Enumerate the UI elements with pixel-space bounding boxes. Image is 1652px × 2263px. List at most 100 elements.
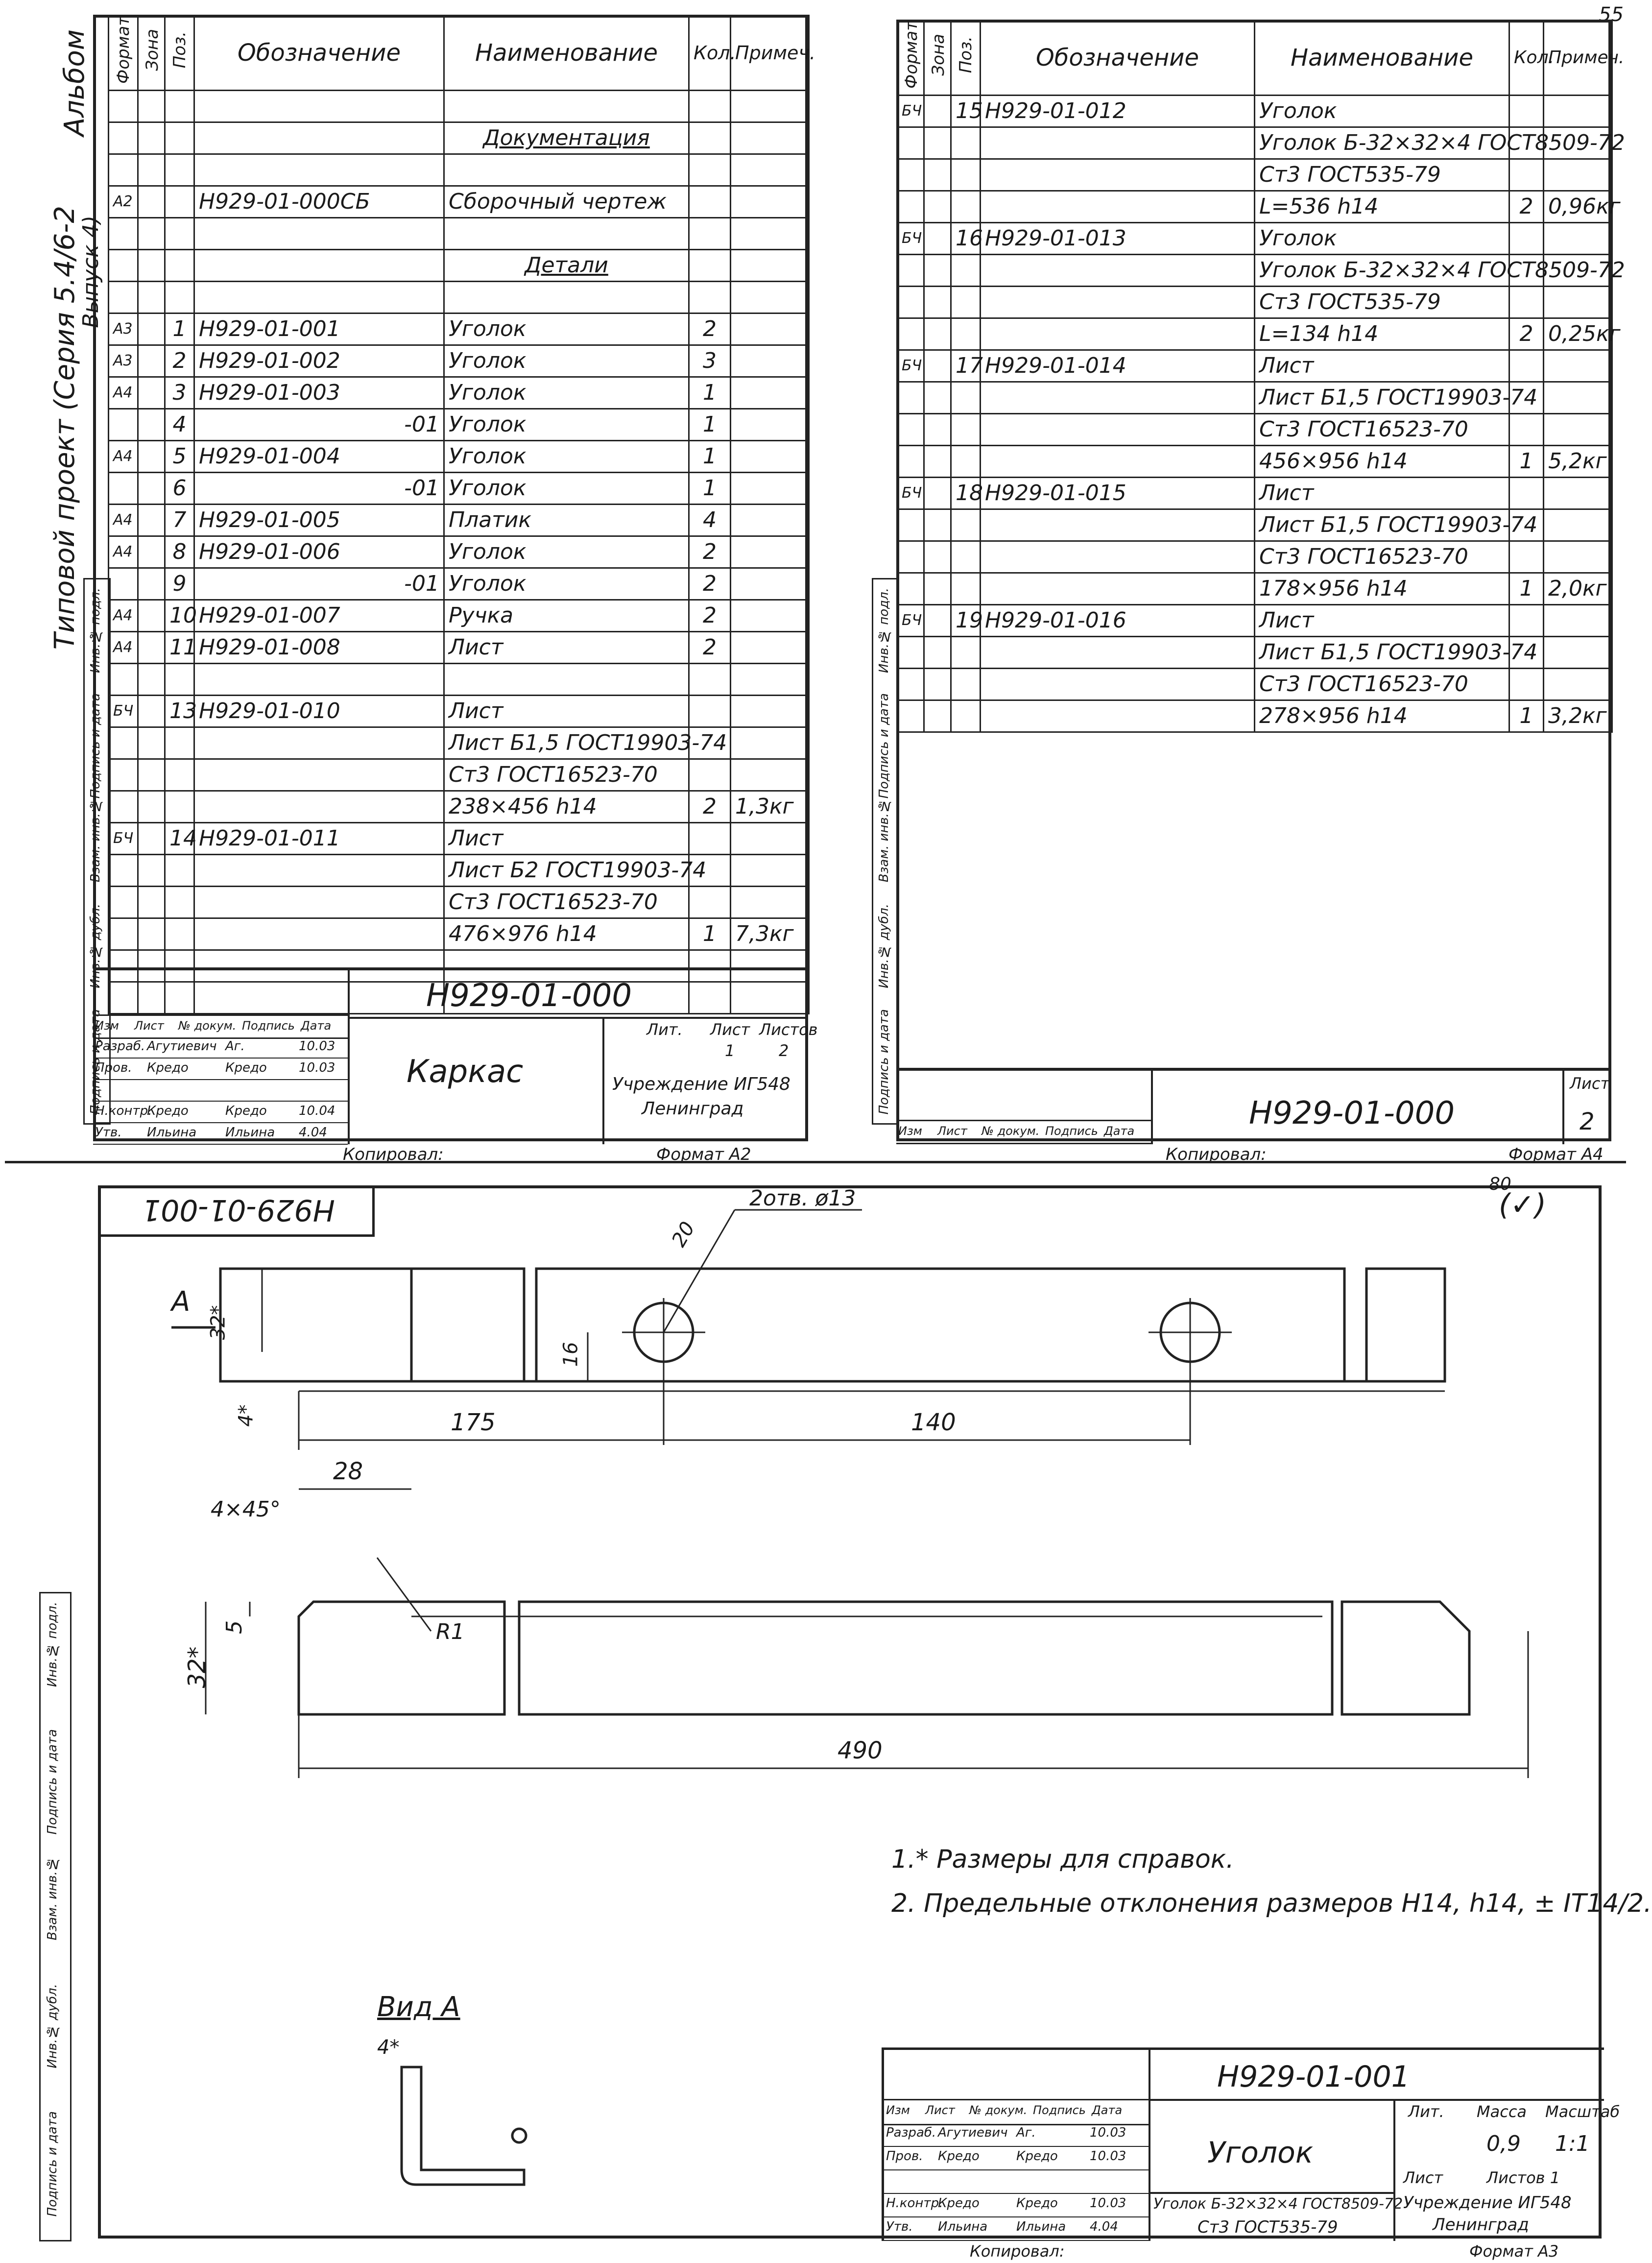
pos-cell bbox=[164, 662, 195, 696]
note-cell bbox=[730, 471, 810, 505]
drawing-margin-stamp-strip bbox=[39, 1592, 72, 2241]
format-cell bbox=[108, 662, 139, 696]
zone-cell bbox=[923, 540, 952, 574]
spec-row: Ст3 ГОСТ16523-70 bbox=[108, 885, 810, 919]
qty-cell: 2 bbox=[688, 567, 731, 601]
format-cell: БЧ bbox=[896, 349, 925, 383]
zone-cell bbox=[923, 190, 952, 223]
designation-cell: Н929-01-014 bbox=[980, 349, 1255, 383]
drawing-title-material-1: Уголок Б-32×32×4 ГОСТ8509-72 bbox=[1153, 2195, 1403, 2213]
left-title-info-box bbox=[602, 1017, 810, 1144]
format-cell bbox=[108, 885, 139, 919]
note-cell bbox=[1543, 635, 1613, 669]
zone-cell bbox=[137, 408, 166, 441]
header-note: Примеч. bbox=[730, 15, 815, 91]
zone-cell bbox=[137, 694, 166, 728]
pos-cell bbox=[164, 248, 195, 282]
name-cell: L=536 h14 bbox=[1254, 190, 1510, 223]
designation-cell: Н929-01-006 bbox=[193, 535, 445, 569]
designation-cell bbox=[193, 758, 445, 792]
note-cell bbox=[730, 376, 810, 409]
qty-cell: 1 bbox=[688, 917, 731, 951]
pos-cell: 5 bbox=[164, 439, 195, 473]
qty-cell: 2 bbox=[688, 790, 731, 823]
name-cell: Сборочный чертеж bbox=[443, 185, 690, 218]
spec-row bbox=[108, 89, 810, 123]
spec-row: Лист Б2 ГОСТ19903-74 bbox=[108, 853, 810, 887]
format-cell: А3 bbox=[108, 344, 139, 378]
designation-cell bbox=[193, 726, 445, 760]
right-spec-table: Формат Зона Поз. Обозначение Наименовани… bbox=[896, 20, 1625, 733]
revision-header: Изм bbox=[898, 1124, 922, 1138]
zone-cell bbox=[137, 535, 166, 569]
qty-cell bbox=[1508, 540, 1544, 574]
drawing-title-scale: 1:1 bbox=[1555, 2131, 1590, 2156]
pos-cell bbox=[164, 949, 195, 983]
pos-cell: 19 bbox=[950, 603, 983, 637]
dim-r1: R1 bbox=[436, 1619, 465, 1644]
note-cell bbox=[730, 185, 810, 218]
name-cell: Ст3 ГОСТ535-79 bbox=[1254, 285, 1510, 319]
name-cell: Лист Б1,5 ГОСТ19903-74 bbox=[1254, 381, 1537, 414]
name-cell: Платик bbox=[443, 503, 690, 537]
revision-header: Изм bbox=[886, 2103, 910, 2117]
name-cell: L=134 h14 bbox=[1254, 317, 1510, 351]
note-cell: 3,2кг bbox=[1543, 699, 1613, 733]
qty-cell: 4 bbox=[688, 503, 731, 537]
format-cell bbox=[896, 285, 925, 319]
designation-cell bbox=[980, 317, 1255, 351]
pos-cell bbox=[164, 885, 195, 919]
designation-cell: Н929-01-010 bbox=[193, 694, 445, 728]
title-role-role: Н.контр. bbox=[95, 1104, 152, 1118]
zone-cell bbox=[137, 726, 166, 760]
drawing-title-mass: 0,9 bbox=[1486, 2131, 1521, 2156]
pos-cell bbox=[164, 280, 195, 314]
format-cell bbox=[108, 89, 139, 123]
dim-32-front: 32* bbox=[183, 1646, 211, 1688]
zone-cell bbox=[923, 349, 952, 383]
designation-cell: -01 bbox=[193, 471, 445, 505]
format-cell: БЧ bbox=[896, 603, 925, 637]
qty-cell: 2 bbox=[1508, 190, 1544, 223]
designation-cell bbox=[193, 981, 445, 1014]
designation-cell: Н929-01-011 bbox=[193, 821, 445, 855]
right-title-grid bbox=[896, 1071, 1153, 1144]
format-cell: А4 bbox=[108, 503, 139, 537]
zone-cell bbox=[137, 344, 166, 378]
name-cell: Лист bbox=[1254, 476, 1510, 510]
note-cell bbox=[730, 503, 810, 537]
pos-cell: 8 bbox=[164, 535, 195, 569]
note-cell bbox=[1543, 508, 1613, 542]
qty-cell bbox=[1508, 667, 1544, 701]
drawing-mirrored-code: Н929-01-001 bbox=[142, 1193, 335, 1227]
pos-cell: 18 bbox=[950, 476, 983, 510]
designation-cell: -01 bbox=[193, 567, 445, 601]
zone-cell bbox=[137, 662, 166, 696]
note-cell bbox=[730, 885, 810, 919]
revision-header: № докум. bbox=[969, 2103, 1028, 2117]
name-cell: 476×976 h14 bbox=[443, 917, 690, 951]
dim-5: 5 bbox=[222, 1620, 247, 1634]
format-cell bbox=[108, 981, 139, 1014]
title-role-role: Разраб. bbox=[886, 2125, 936, 2140]
format-cell bbox=[108, 853, 139, 887]
note-cell bbox=[1543, 158, 1613, 192]
revision-header: Дата bbox=[301, 1019, 332, 1033]
note-cell bbox=[730, 662, 810, 696]
pos-cell: 15 bbox=[950, 94, 983, 128]
qty-cell bbox=[1508, 158, 1544, 192]
left-title-org: Учреждение ИГ548 bbox=[612, 1074, 790, 1094]
zone-cell bbox=[137, 439, 166, 473]
qty-cell bbox=[1508, 126, 1544, 160]
note-cell bbox=[1543, 221, 1613, 255]
dim-4-view-a: 4* bbox=[377, 2036, 400, 2059]
format-cell bbox=[896, 635, 925, 669]
pos-cell: 7 bbox=[164, 503, 195, 537]
pos-cell: 11 bbox=[164, 630, 197, 664]
name-cell bbox=[443, 280, 690, 314]
